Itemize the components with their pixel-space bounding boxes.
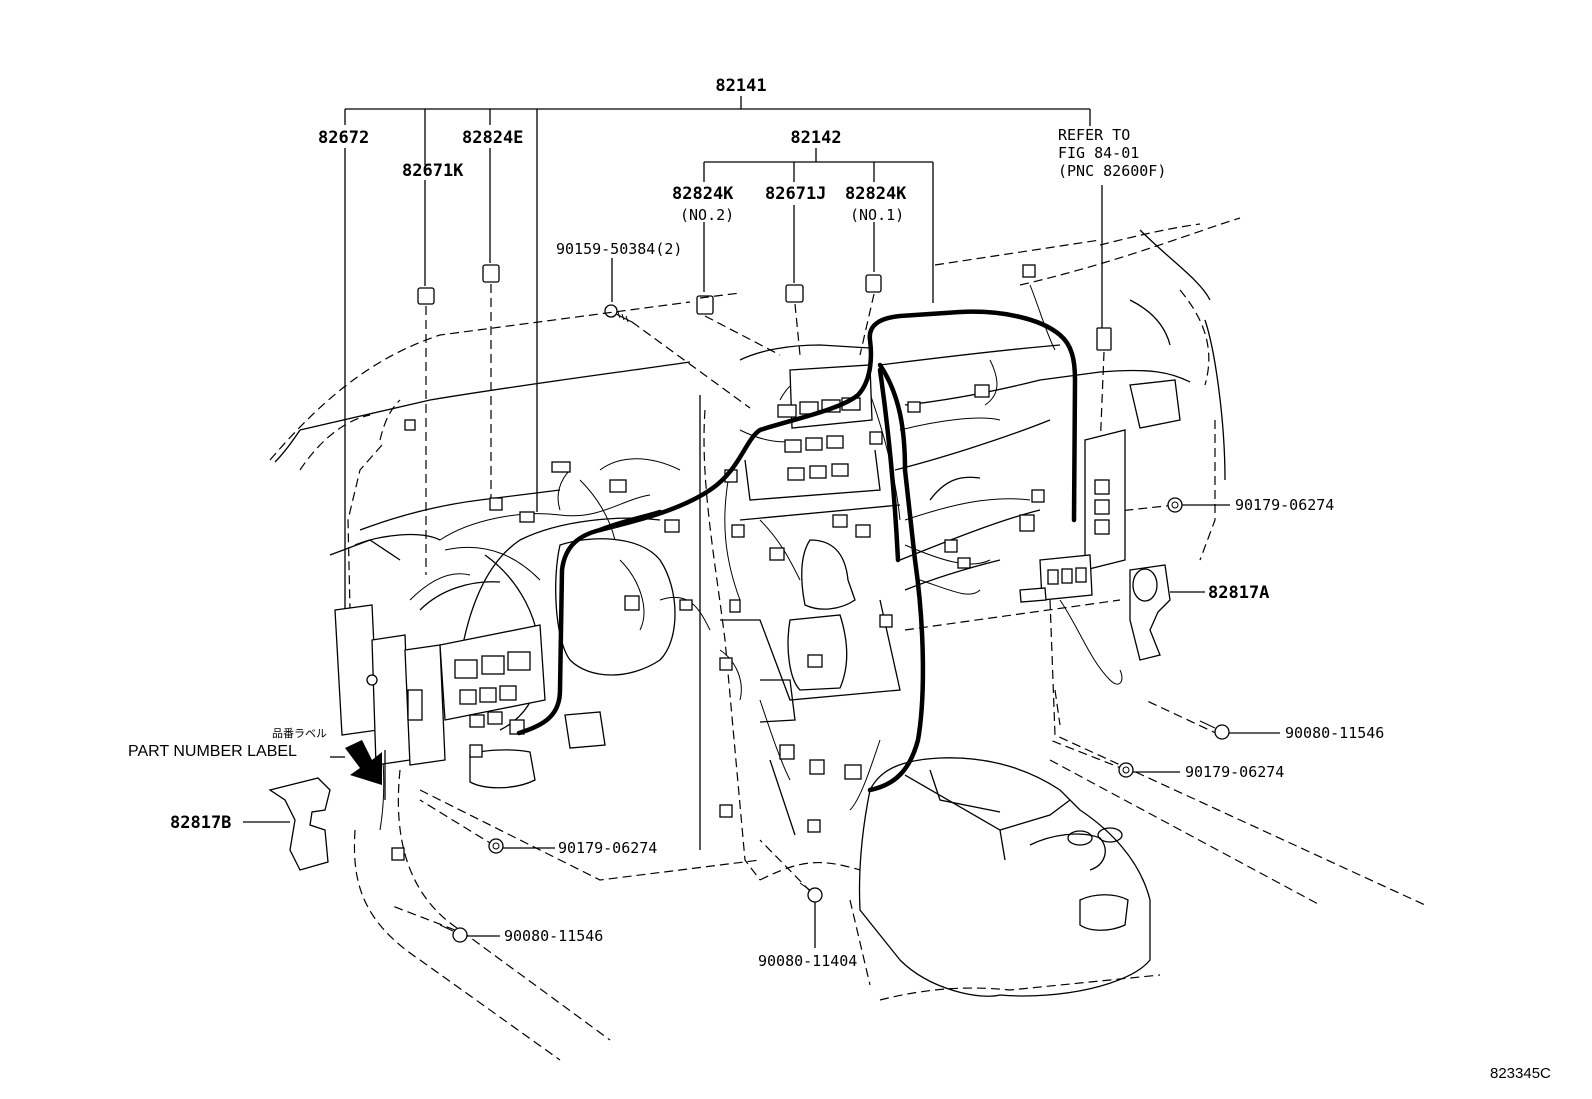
bracket-82817A <box>1129 564 1205 661</box>
nut-left <box>488 838 504 854</box>
label-82824K-no2: 82824K <box>672 184 734 204</box>
clip-82824K-no2 <box>696 295 714 315</box>
center-console <box>858 757 1151 997</box>
clip-82824E <box>482 264 500 283</box>
clip-82671K <box>417 287 435 305</box>
main-harness <box>516 309 1078 793</box>
figure-code: 823345C <box>1490 1065 1551 1082</box>
dashed-reference-lines <box>389 284 1221 931</box>
left-fuse-box <box>334 604 546 800</box>
label-bolt-right: 90080-11546 <box>1285 724 1384 742</box>
thin-wires <box>379 284 1123 831</box>
clip-82824K-no1 <box>865 274 882 293</box>
label-82824K-no1: 82824K <box>845 184 907 204</box>
label-nut-right-lower: 90179-06274 <box>1185 763 1284 781</box>
labels: 82141 82672 82824E 82671K 82142 82824K (… <box>128 76 1551 1082</box>
label-82141: 82141 <box>715 76 766 96</box>
screw-90159 <box>604 304 633 323</box>
junction-block <box>777 364 873 481</box>
body-outline <box>269 217 1426 1061</box>
label-82142: 82142 <box>790 128 841 148</box>
label-bolt-left: 90080-11546 <box>504 927 603 945</box>
label-part-number: PART NUMBER LABEL <box>128 743 297 760</box>
label-nut-right-upper: 90179-06274 <box>1235 496 1334 514</box>
nut-right-upper <box>1167 497 1183 513</box>
label-refer-line2: FIG 84-01 <box>1058 144 1139 162</box>
clip-82671J <box>785 284 804 303</box>
label-82817A: 82817A <box>1208 583 1269 603</box>
connectors <box>391 264 1045 861</box>
leader-lines <box>344 96 1103 610</box>
label-82817B: 82817B <box>170 813 231 833</box>
label-nut-left: 90179-06274 <box>558 839 657 857</box>
fasteners <box>439 497 1280 948</box>
connector-82600F <box>1096 327 1112 351</box>
label-82671J: 82671J <box>765 184 826 204</box>
bracket-82817B <box>243 777 331 871</box>
label-90159: 90159-50384(2) <box>556 240 682 258</box>
label-no2: (NO.2) <box>680 206 734 224</box>
label-bolt-center: 90080-11404 <box>758 952 857 970</box>
label-refer-line3: (PNC 82600F) <box>1058 162 1166 180</box>
bolt-center <box>807 887 823 903</box>
part-number-label-arrow <box>330 740 382 785</box>
label-refer-line1: REFER TO <box>1058 126 1130 144</box>
nut-right-lower <box>1118 762 1134 778</box>
label-82824E: 82824E <box>462 128 523 148</box>
clip-parts <box>417 264 1112 351</box>
right-relay-block <box>1019 429 1126 603</box>
label-82671K: 82671K <box>402 161 464 181</box>
label-82672: 82672 <box>318 128 369 148</box>
label-no1: (NO.1) <box>850 206 904 224</box>
label-part-number-jp: 品番ラベル <box>272 727 327 740</box>
bolt-right <box>1214 724 1230 740</box>
bolt-left <box>452 927 468 943</box>
instrument-panel <box>274 229 1226 850</box>
